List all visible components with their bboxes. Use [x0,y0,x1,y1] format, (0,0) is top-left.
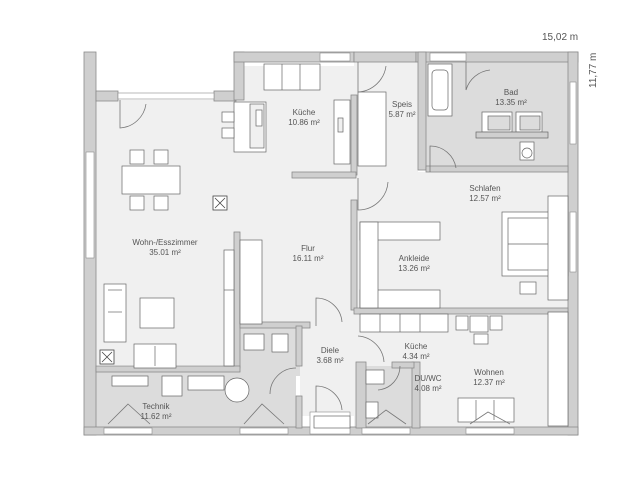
room-name: Bad [503,88,519,97]
room-area: 16.11 m² [292,254,324,263]
furniture [103,63,569,429]
doors [107,62,511,425]
room-name: Speis [391,100,412,109]
room-label-wohnen: Wohnen 12.37 m² [473,368,505,388]
room-area: 12.37 m² [473,378,505,387]
room-area: 4.34 m² [402,352,430,361]
room-area: 35.01 m² [149,248,181,257]
room-name: Wohn-/Esszimmer [132,238,198,247]
room-label-bad: Bad 13.35 m² [495,88,527,108]
room-name: Küche [404,342,428,351]
room-label-kueche-klein: Küche 4.34 m² [402,342,429,362]
room-name: Ankleide [398,254,430,263]
room-name: Diele [320,346,340,355]
fireplace-icons [99,195,228,365]
room-area: 13.26 m² [398,264,430,273]
room-label-diele: Diele 3.68 m² [316,346,343,366]
room-name: Wohnen [474,368,504,377]
room-area: 5.87 m² [388,110,416,119]
room-area: 11.62 m² [140,412,172,421]
room-label-ankleide: Ankleide 13.26 m² [398,254,430,274]
depth-dimension: 11,77 m [588,52,599,88]
room-area: 3.68 m² [316,356,344,365]
room-label-du-wc: DU/WC 4.08 m² [414,374,441,394]
room-name: Flur [301,244,315,253]
room-name: Schlafen [469,184,501,193]
room-area: 10.86 m² [288,118,320,127]
room-name: DU/WC [414,374,442,383]
room-area: 12.57 m² [469,194,501,203]
room-name: Küche [292,108,316,117]
room-name: Technik [142,402,170,411]
room-label-schlafen: Schlafen 12.57 m² [469,184,501,204]
room-label-kueche: Küche 10.86 m² [288,108,320,128]
width-dimension: 15,02 m [542,32,579,43]
room-label-wohn-esszimmer: Wohn-/Esszimmer 35.01 m² [132,238,197,258]
room-label-flur: Flur 16.11 m² [293,244,324,264]
room-area: 13.35 m² [495,98,527,107]
room-area: 4.08 m² [414,384,442,393]
room-label-technik: Technik 11.62 m² [141,402,172,422]
room-label-speis: Speis 5.87 m² [388,100,415,120]
